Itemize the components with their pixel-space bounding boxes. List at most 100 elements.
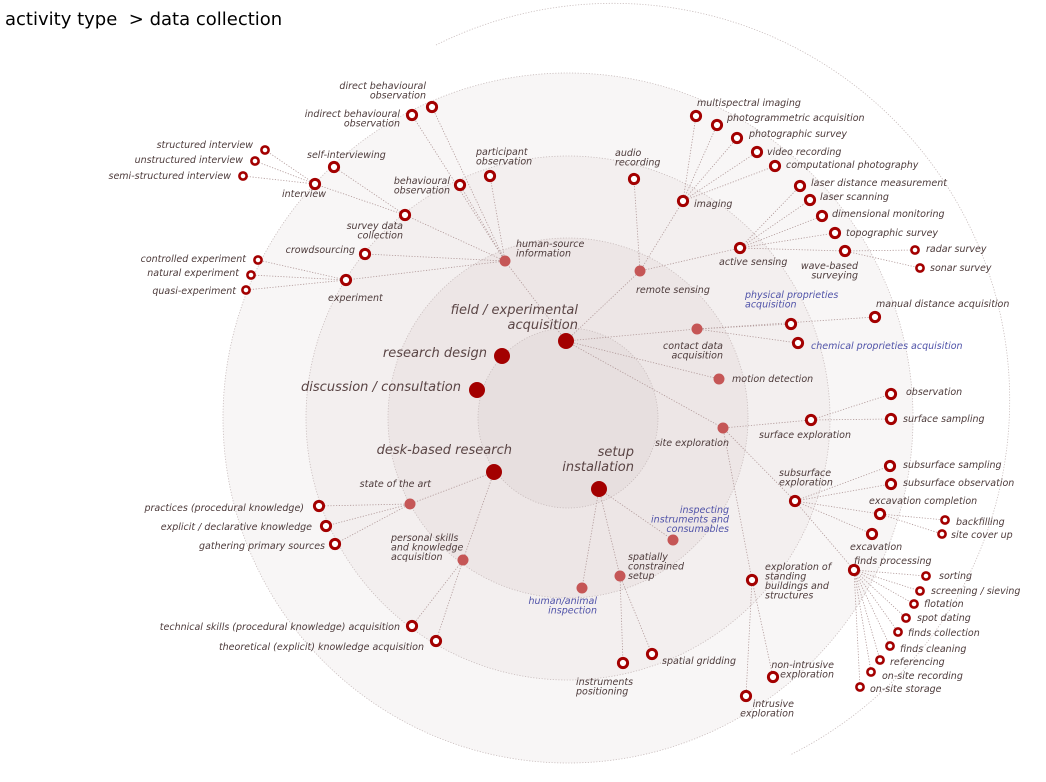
node-spatially-constrained[interactable] <box>614 570 626 582</box>
node-photographic-survey[interactable] <box>730 131 744 145</box>
node-structured-interview[interactable] <box>260 145 270 155</box>
node-subsurface-exploration[interactable] <box>788 494 802 508</box>
node-physical-proprieties[interactable] <box>784 317 798 331</box>
node-flotation[interactable] <box>909 599 919 609</box>
label-direct-behavioural-line: observation <box>370 91 426 102</box>
node-standing-buildings[interactable] <box>745 573 759 587</box>
node-crowdsourcing[interactable] <box>358 247 372 261</box>
node-photogrammetric[interactable] <box>710 118 724 132</box>
label-site-cover-up-line: site cover up <box>951 530 1013 541</box>
node-on-site-storage[interactable] <box>855 682 865 692</box>
node-surface-exploration[interactable] <box>804 413 818 427</box>
node-site-cover-up[interactable] <box>937 529 947 539</box>
node-state-of-art[interactable] <box>404 498 416 510</box>
node-gathering-sources[interactable] <box>328 537 342 551</box>
node-explicit-knowledge[interactable] <box>319 519 333 533</box>
node-indirect-behavioural[interactable] <box>405 108 419 122</box>
node-theoretical-knowledge[interactable] <box>429 634 443 648</box>
label-motion-detection: motion detection <box>732 374 813 385</box>
node-controlled-experiment[interactable] <box>253 255 263 265</box>
node-self-interviewing[interactable] <box>327 160 341 174</box>
node-desk-based[interactable] <box>486 464 502 480</box>
node-audio-recording[interactable] <box>627 172 641 186</box>
node-motion-detection[interactable] <box>713 373 725 385</box>
label-practices: practices (procedural knowledge) <box>143 503 304 514</box>
node-intrusive[interactable] <box>739 689 753 703</box>
label-laser-distance: laser distance measurement <box>811 178 948 189</box>
node-human-source[interactable] <box>499 255 511 267</box>
node-center[interactable] <box>558 333 574 349</box>
edge-imaging-computational_photography <box>682 165 776 202</box>
label-indirect-behavioural-line: indirect behavioural <box>305 109 401 120</box>
node-behavioural-observation[interactable] <box>453 178 467 192</box>
node-surface-sampling[interactable] <box>884 412 898 426</box>
node-multispectral-imaging[interactable] <box>689 109 703 123</box>
node-site-exploration[interactable] <box>717 422 729 434</box>
label-motion-detection-line: motion detection <box>732 374 813 385</box>
label-desk-based-line: desk-based research <box>377 443 512 458</box>
node-laser-scanning[interactable] <box>803 193 817 207</box>
node-instruments-positioning[interactable] <box>616 656 630 670</box>
label-video-recording-line: video recording <box>767 147 841 158</box>
node-topographic-survey[interactable] <box>828 226 842 240</box>
node-finds-cleaning[interactable] <box>885 641 895 651</box>
node-excavation[interactable] <box>865 527 879 541</box>
node-research-design[interactable] <box>494 348 510 364</box>
node-personal-skills[interactable] <box>457 554 469 566</box>
label-human-animal-line: inspection <box>548 606 597 617</box>
label-observation-line: observation <box>906 387 962 398</box>
label-surface-sampling-line: surface sampling <box>903 414 985 425</box>
node-imaging[interactable] <box>676 194 690 208</box>
edge-imaging-video_recording <box>682 151 758 202</box>
node-practices[interactable] <box>312 499 326 513</box>
node-observation[interactable] <box>884 387 898 401</box>
node-backfilling[interactable] <box>940 515 950 525</box>
node-computational-photography[interactable] <box>768 159 782 173</box>
node-excavation-completion[interactable] <box>873 507 887 521</box>
edge-center-remote_sensing <box>565 270 641 342</box>
node-finds-processing[interactable] <box>847 563 861 577</box>
node-direct-behavioural[interactable] <box>425 100 439 114</box>
node-laser-distance[interactable] <box>793 179 807 193</box>
node-wave-based[interactable] <box>838 244 852 258</box>
node-contact-data[interactable] <box>691 323 703 335</box>
node-chemical-proprieties[interactable] <box>791 336 805 350</box>
node-participant-observation[interactable] <box>483 169 497 183</box>
node-human-animal[interactable] <box>576 582 588 594</box>
label-instruments-positioning-line: positioning <box>575 687 628 698</box>
label-spatial-gridding-line: spatial gridding <box>662 656 736 667</box>
node-remote-sensing[interactable] <box>634 265 646 277</box>
node-on-site-recording[interactable] <box>866 667 876 677</box>
node-radar-survey[interactable] <box>910 245 920 255</box>
node-technical-skills[interactable] <box>405 619 419 633</box>
node-spot-dating[interactable] <box>901 613 911 623</box>
breadcrumb-root[interactable]: activity type <box>5 9 118 30</box>
node-active-sensing[interactable] <box>733 241 747 255</box>
node-inspecting[interactable] <box>667 534 679 546</box>
node-natural-experiment[interactable] <box>246 270 256 280</box>
node-screening[interactable] <box>915 586 925 596</box>
label-referencing: referencing <box>890 657 945 668</box>
node-manual-distance[interactable] <box>868 310 882 324</box>
node-experiment[interactable] <box>339 273 353 287</box>
node-non-intrusive[interactable] <box>766 670 780 684</box>
background-rings <box>222 2 1011 764</box>
node-discussion[interactable] <box>469 382 485 398</box>
edge-active_sensing-wave_based <box>739 247 846 252</box>
node-video-recording[interactable] <box>750 145 764 159</box>
node-spatial-gridding[interactable] <box>645 647 659 661</box>
node-subsurface-observation[interactable] <box>884 477 898 491</box>
node-interview[interactable] <box>308 177 322 191</box>
node-sonar-survey[interactable] <box>915 263 925 273</box>
node-setup[interactable] <box>591 481 607 497</box>
node-finds-collection[interactable] <box>893 627 903 637</box>
node-unstructured-interview[interactable] <box>250 156 260 166</box>
node-sorting[interactable] <box>921 571 931 581</box>
node-semi-structured-interview[interactable] <box>238 171 248 181</box>
label-video-recording: video recording <box>767 147 841 158</box>
node-quasi-experiment[interactable] <box>241 285 251 295</box>
node-dimensional-monitoring[interactable] <box>815 209 829 223</box>
node-subsurface-sampling[interactable] <box>883 459 897 473</box>
node-survey-data-collection[interactable] <box>398 208 412 222</box>
node-referencing[interactable] <box>875 655 885 665</box>
